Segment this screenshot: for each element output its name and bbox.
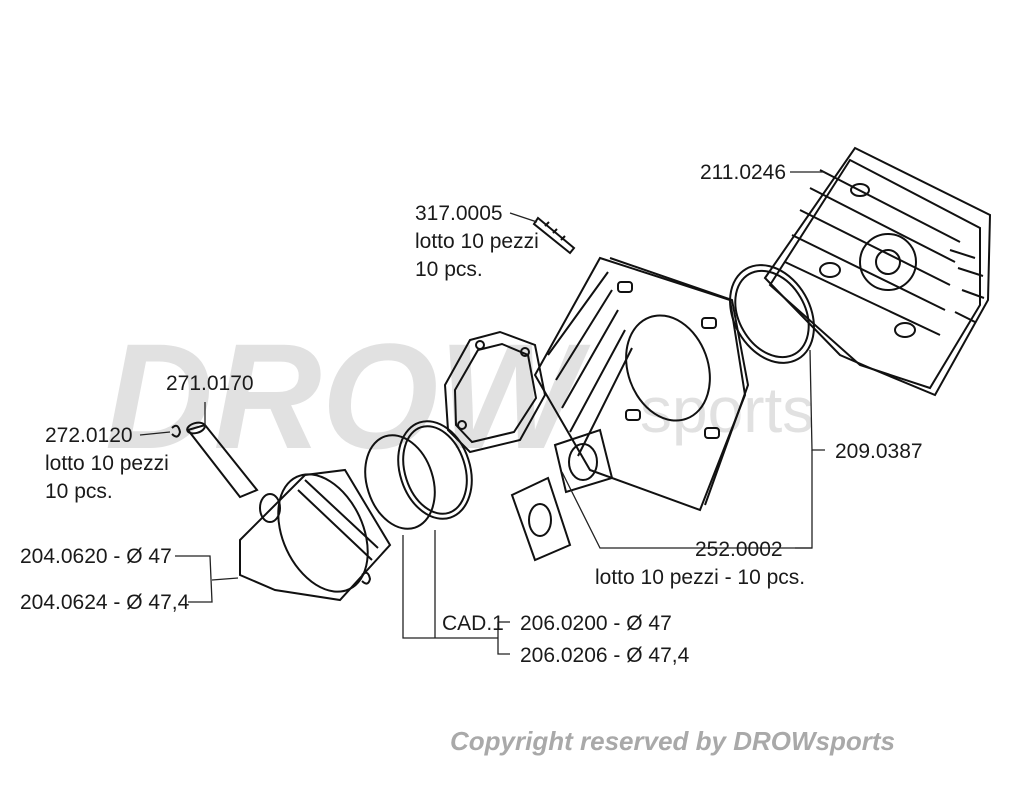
watermark-brand-sub: sports bbox=[640, 374, 814, 446]
label-stud-lot: lotto 10 pezzi bbox=[415, 230, 539, 253]
watermark-brand: DROW bbox=[105, 312, 591, 480]
label-ring-cad: CAD.1 bbox=[442, 612, 504, 635]
cylinder bbox=[533, 256, 750, 512]
label-gasket-lot: lotto 10 pezzi - 10 pcs. bbox=[595, 566, 805, 589]
label-clip-code: 272.0120 bbox=[45, 424, 133, 447]
label-piston-a: 204.0620 - Ø 47 bbox=[20, 545, 172, 568]
label-clip-lot: lotto 10 pezzi bbox=[45, 452, 169, 475]
leader-lines bbox=[139, 171, 825, 655]
label-head-code: 211.0246 bbox=[700, 161, 786, 184]
part-labels: 211.0246 317.0005 lotto 10 pezzi 10 pcs.… bbox=[20, 161, 923, 667]
cylinder-head bbox=[763, 146, 992, 397]
label-stud-pcs: 10 pcs. bbox=[415, 258, 483, 281]
label-ring-b: 206.0206 - Ø 47,4 bbox=[520, 644, 690, 667]
stud bbox=[532, 216, 576, 255]
copyright-notice: Copyright reserved by DROWsports bbox=[450, 726, 895, 756]
label-oring-code: 209.0387 bbox=[835, 440, 923, 463]
exhaust-gasket bbox=[510, 476, 572, 562]
label-gasket-code: 252.0002 bbox=[695, 538, 783, 561]
label-ring-a: 206.0200 - Ø 47 bbox=[520, 612, 672, 635]
label-clip-pcs: 10 pcs. bbox=[45, 480, 113, 503]
label-stud-code: 317.0005 bbox=[415, 202, 503, 225]
label-pin-code: 271.0170 bbox=[166, 372, 254, 395]
watermark: DROW sports bbox=[105, 312, 814, 480]
pin-clip bbox=[171, 424, 372, 585]
piston-rings bbox=[364, 420, 473, 530]
label-piston-b: 204.0624 - Ø 47,4 bbox=[20, 591, 190, 614]
